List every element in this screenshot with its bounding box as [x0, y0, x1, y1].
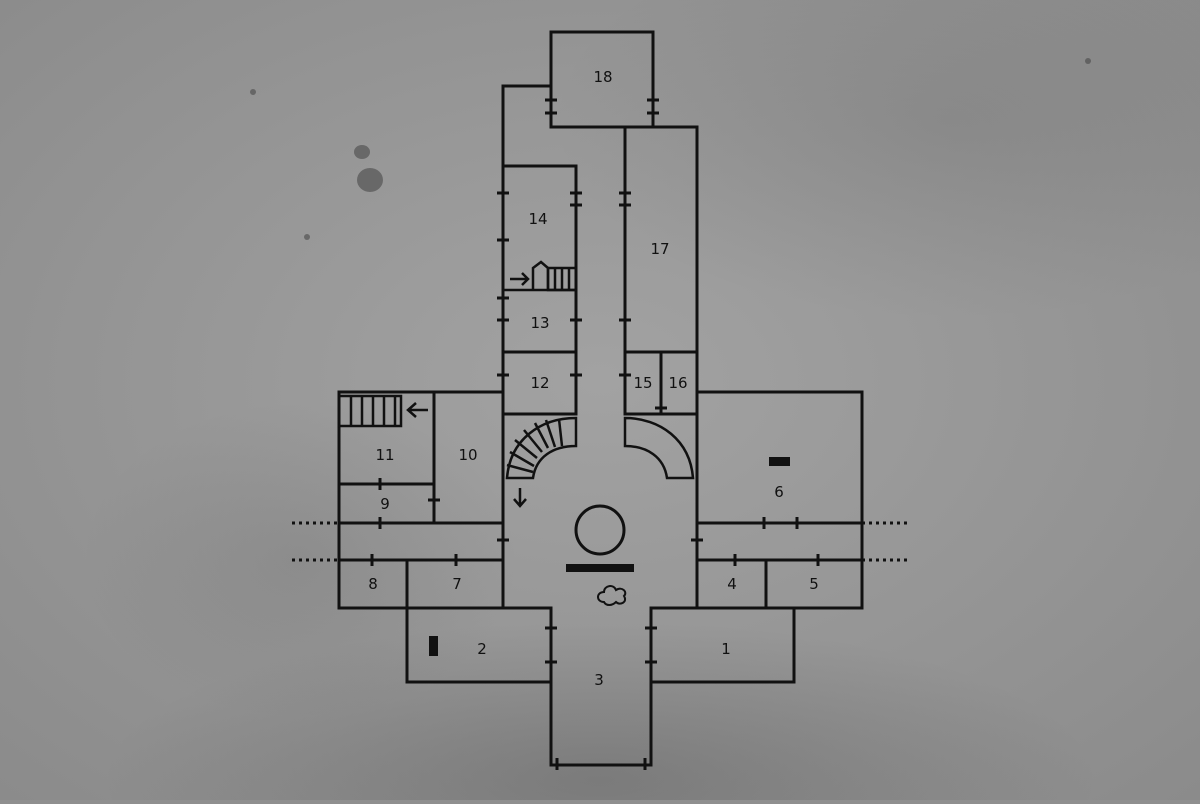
room-label-18: 18 — [593, 68, 612, 86]
walls — [337, 30, 864, 767]
room-label-7: 7 — [452, 575, 462, 593]
room-label-10: 10 — [458, 446, 477, 464]
exterior-paths — [292, 521, 908, 562]
room-label-9: 9 — [380, 495, 390, 513]
cloud-icon — [597, 585, 627, 606]
room-label-13: 13 — [530, 314, 549, 332]
room-label-16: 16 — [668, 374, 687, 392]
room-6-furniture — [769, 457, 790, 466]
room-label-5: 5 — [809, 575, 819, 593]
room-label-4: 4 — [727, 575, 737, 593]
arrow-down-icon — [513, 488, 527, 508]
room-label-3: 3 — [594, 671, 604, 689]
room-18-walls — [549, 30, 655, 129]
doors — [370, 98, 820, 770]
fountain-circle-icon — [574, 504, 626, 556]
arrow-left-icon — [406, 402, 428, 418]
room-label-2: 2 — [477, 640, 487, 658]
central-bar — [566, 564, 634, 572]
arrow-right-icon — [510, 272, 530, 286]
paper-stains — [250, 58, 1091, 240]
stairs-room-14 — [503, 260, 578, 292]
room-label-1: 1 — [721, 640, 731, 658]
stairs-room-11 — [337, 394, 403, 428]
room-label-15: 15 — [633, 374, 652, 392]
spiral-stair-right — [623, 416, 695, 480]
upper-corridor-walls — [501, 84, 699, 394]
room-labels: 1 2 3 4 5 6 7 8 9 10 11 12 13 14 15 16 1… — [368, 68, 819, 689]
room-label-6: 6 — [774, 483, 784, 501]
room-label-8: 8 — [368, 575, 378, 593]
room-label-12: 12 — [530, 374, 549, 392]
room-2-furniture — [429, 636, 438, 656]
room-label-17: 17 — [650, 240, 669, 258]
spiral-stair-left — [505, 416, 578, 480]
room-label-14: 14 — [528, 210, 547, 228]
room-label-11: 11 — [375, 446, 394, 464]
